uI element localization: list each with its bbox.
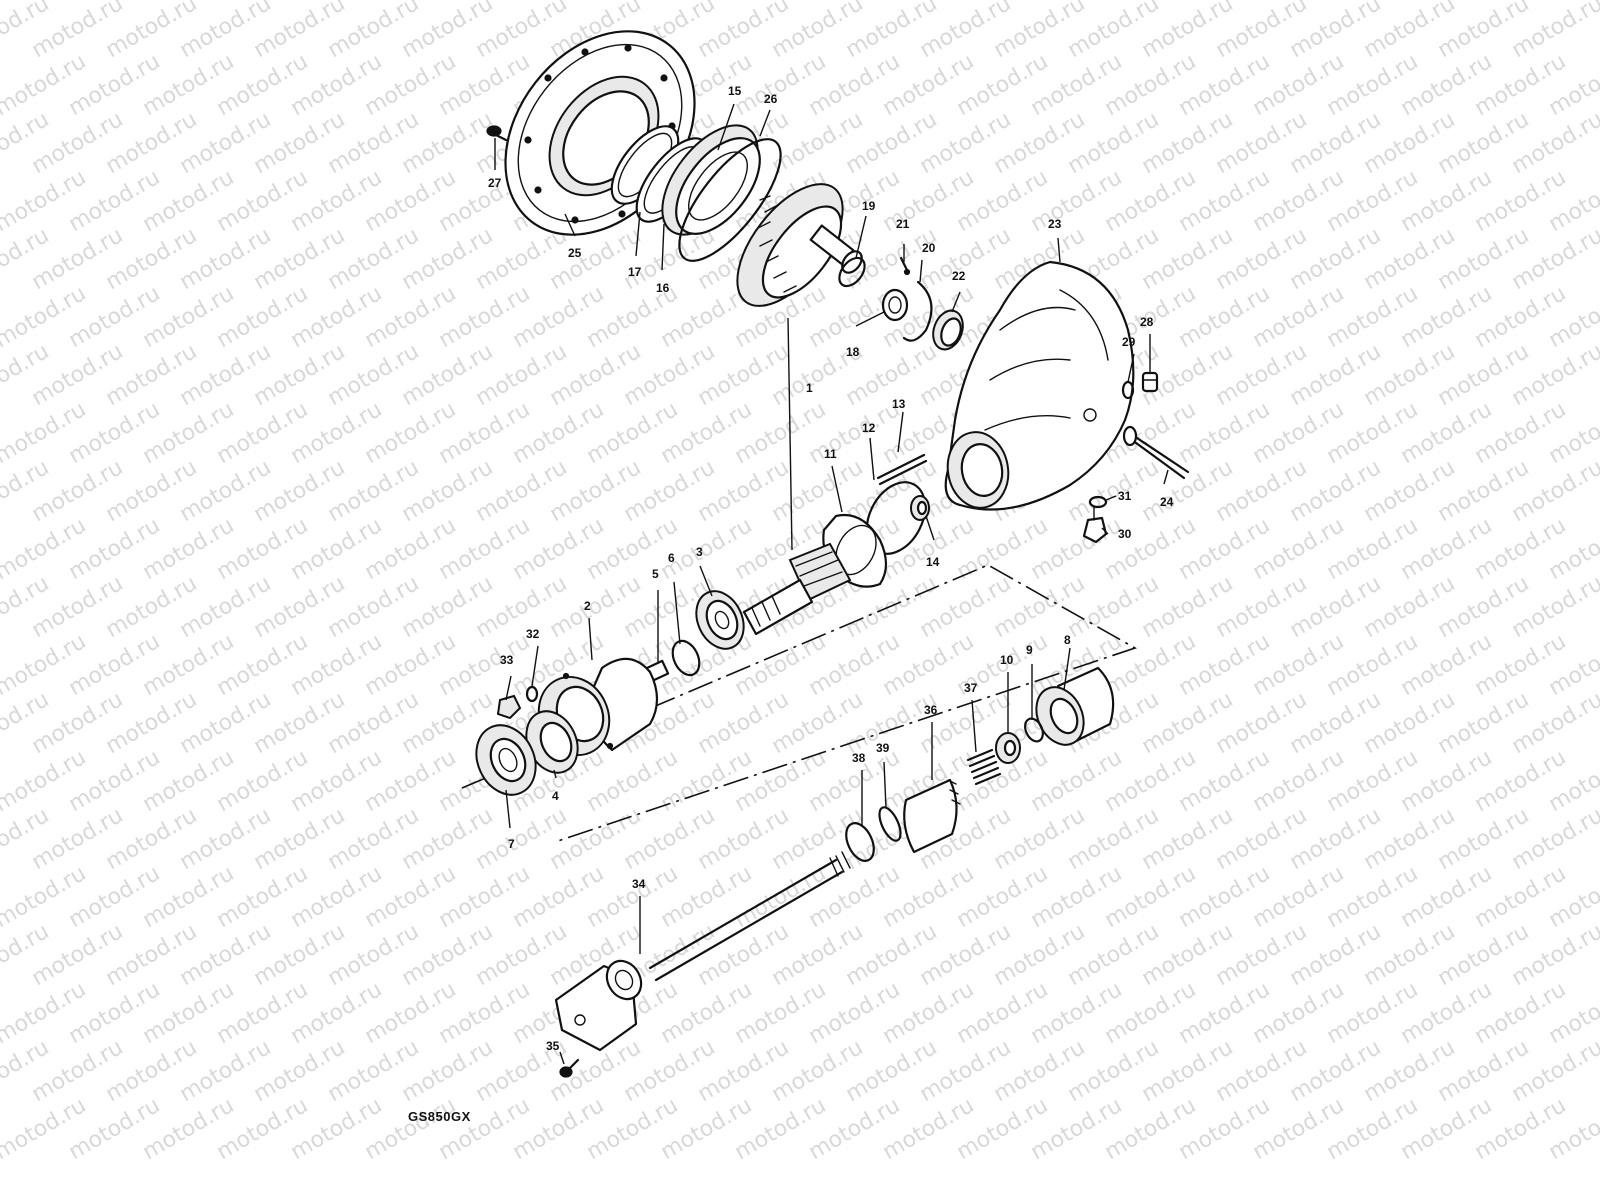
part-label: 31 — [1118, 489, 1132, 503]
bolt-35 — [559, 1058, 580, 1078]
coupling-8 — [1035, 666, 1115, 746]
pin-21 — [899, 256, 911, 276]
part-label: 27 — [488, 176, 502, 190]
part-label: 8 — [1064, 633, 1071, 647]
washer-31 — [1088, 495, 1108, 509]
part-label: 29 — [1122, 335, 1136, 349]
bearing-3 — [695, 590, 745, 650]
part-label: 32 — [526, 627, 540, 641]
part-label: 18 — [846, 345, 860, 359]
part-label: 22 — [952, 269, 966, 283]
washer-32 — [525, 685, 539, 703]
part-label: 34 — [632, 877, 646, 891]
assembly-leader-line — [787, 317, 793, 551]
group-outline — [461, 564, 1137, 843]
label-leaders — [494, 103, 1169, 1065]
joint-sleeve-36 — [903, 778, 961, 854]
part-label: 4 — [552, 789, 559, 803]
final-gear-case — [944, 260, 1135, 511]
part-label: 20 — [922, 241, 936, 255]
oil-plug-30 — [1082, 505, 1108, 544]
part-label: 14 — [926, 555, 940, 569]
stud-13 — [876, 453, 928, 486]
part-label: 38 — [852, 751, 866, 765]
snap-ring-39 — [878, 806, 902, 842]
bearing-4 — [525, 710, 579, 774]
model-code-label: GS850GX — [408, 1109, 471, 1124]
seal-38 — [845, 822, 875, 862]
nut-33 — [496, 694, 522, 720]
ring-gear — [736, 183, 863, 307]
part-label: 16 — [656, 281, 670, 295]
part-label: 39 — [876, 741, 890, 755]
part-label: 36 — [924, 703, 938, 717]
part-label: 28 — [1140, 315, 1154, 329]
part-label: 5 — [652, 567, 659, 581]
stud-24 — [1122, 425, 1190, 480]
spacer-19 — [838, 256, 866, 288]
part-label: 9 — [1026, 643, 1033, 657]
part-label: 13 — [892, 397, 906, 411]
nut-14 — [910, 495, 930, 521]
part-label: 1 — [806, 381, 813, 395]
part-number-labels: 27 25 17 16 15 26 19 21 20 22 18 23 28 2… — [488, 84, 1174, 1053]
drain-plug-28 — [1141, 371, 1159, 393]
retainer-clip-20 — [902, 280, 933, 342]
part-label: 10 — [1000, 653, 1014, 667]
part-label: 12 — [862, 421, 876, 435]
part-label: 11 — [824, 447, 837, 461]
part-label: 2 — [584, 599, 591, 613]
washer-9 — [1024, 717, 1044, 743]
part-label: 21 — [896, 217, 910, 231]
part-label: 15 — [728, 84, 742, 98]
nut-10 — [995, 732, 1021, 764]
part-label: 17 — [628, 265, 642, 279]
part-label: 37 — [964, 681, 978, 695]
part-label: 19 — [862, 199, 876, 213]
flange-bolt — [486, 125, 508, 142]
spring-37 — [966, 748, 1002, 786]
oil-seal-7 — [475, 724, 537, 796]
part-label: 30 — [1118, 527, 1132, 541]
part-label: 24 — [1160, 495, 1174, 509]
part-label: 3 — [696, 545, 703, 559]
part-label: 26 — [764, 92, 778, 106]
o-ring-26 — [678, 138, 782, 262]
shim-6 — [671, 639, 701, 677]
oil-seal-22 — [932, 309, 964, 351]
part-label: 35 — [546, 1039, 560, 1053]
part-label: 23 — [1048, 217, 1062, 231]
needle-bearing-18 — [881, 288, 909, 322]
part-label: 25 — [568, 246, 582, 260]
part-label: 7 — [508, 837, 515, 851]
drive-pinion — [742, 542, 852, 636]
part-label: 33 — [500, 653, 514, 667]
part-label: 6 — [668, 551, 675, 565]
propeller-shaft — [554, 851, 851, 1052]
